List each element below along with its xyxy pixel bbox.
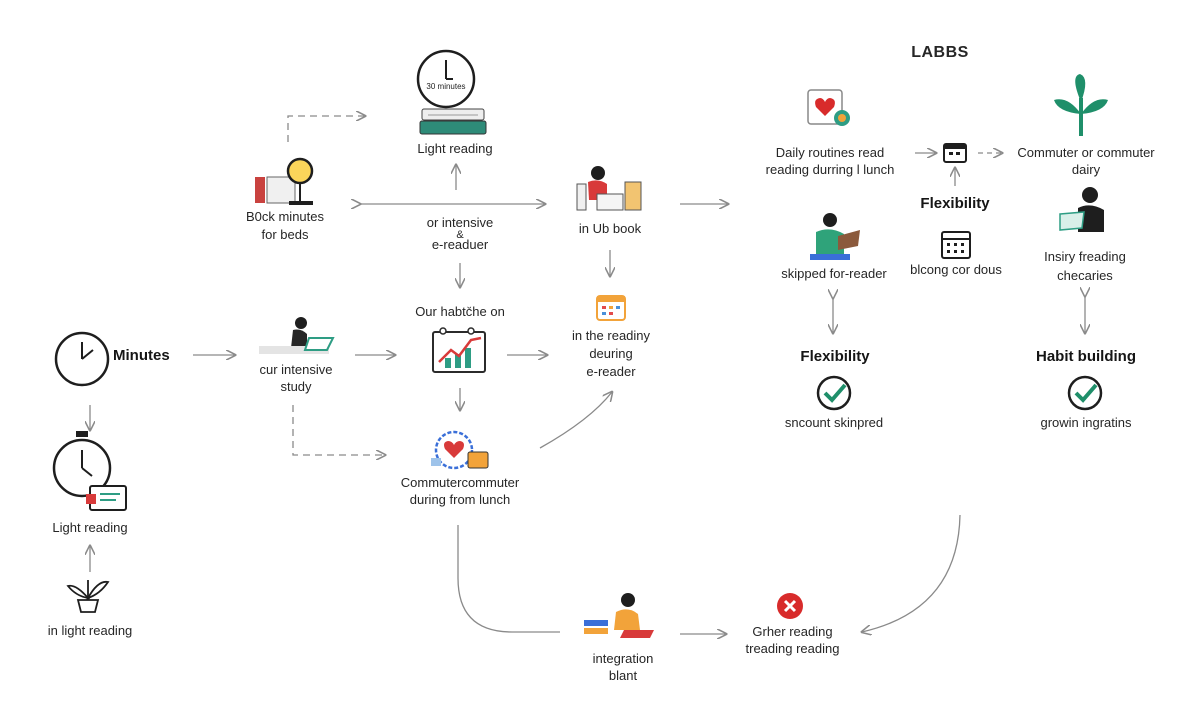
books-stack-icon [418,106,490,138]
label-flexibility-mid: Flexibility [800,348,870,365]
arrow-study-commuter [292,405,385,455]
magnifier-desk-icon [253,155,319,209]
label-commuter-1: Commutercommuter [400,475,520,490]
arrow-commuter-curve [539,392,612,449]
label-minutes: Minutes [113,347,170,364]
label-daily-routines-1: Daily routines read [775,145,885,160]
label-integration-1: integration [592,651,654,666]
arrow-commuter-bottom [457,525,560,633]
label-habit-chart: Our habtc̆he on [415,304,505,319]
arrow-right-curve [862,514,961,632]
label-insiry-2: checaries [1057,268,1113,283]
grid-calendar-icon [940,228,972,260]
stopwatch-icon [50,430,130,514]
potted-plant-icon [66,576,110,614]
label-reading-calendar-1: in the readiny [571,328,651,343]
label-bock-minutes-1: B0ck minutes [245,209,325,224]
label-commuter-2: during from lunch [409,492,511,507]
label-reading-calendar-3: e-reader [586,364,636,379]
label-intensive-2: study [280,379,312,394]
label-light-reading-top: Light reading [417,141,493,156]
person-laptop-icon [255,316,337,358]
label-habit-building: Habit building [1036,348,1136,365]
growth-chart-icon [431,326,489,376]
label-insiry-1: Insiry freading [1044,249,1126,264]
arrow-bock-to-timer [287,116,365,142]
person-reading-icon [1056,186,1112,238]
label-reading-calendar-2: deuring [589,346,633,361]
clock-icon: 30 minutes [415,48,477,110]
green-plant-icon [1050,72,1112,138]
person-reading-book-icon [808,212,864,262]
label-bock-minutes-2: for beds [261,227,309,242]
x-circle-icon [776,592,804,620]
label-light-reading-left: Light reading [52,520,128,535]
label-commuter-daily-2: dairy [1071,162,1101,177]
label-intensive-1: cur intensive [259,362,333,377]
label-in-light-reading: in light reading [47,623,133,638]
label-daily-routines-2: reading durring l lunch [765,162,895,177]
person-studying-floor-icon [580,590,660,642]
label-integration-2: blant [608,668,638,683]
clock-text: 30 minutes [426,82,465,91]
small-calendar-icon [942,140,968,164]
label-in-ub-book: in Ub book [578,221,642,236]
label-other-reading-2: treading reading [745,641,840,656]
label-flexibility-top: Flexibility [920,195,990,212]
label-e-readuer: e-readuer [431,237,489,252]
label-other-reading-1: Grher reading [752,624,833,639]
person-reading-desk-icon [575,164,645,214]
label-sncount: sncount skinpred [784,415,884,430]
wall-clock-icon [53,330,111,388]
label-commuter-daily-1: Commuter or commuter [1017,145,1155,160]
check-circle-icon [1066,374,1104,412]
label-blcong: blcong cor dous [910,262,1002,277]
diagram-title: LABBS [911,44,969,61]
heart-badge-icon [428,428,492,476]
label-skipped-reader: skipped for-reader [781,266,887,281]
heart-calendar-icon [806,86,854,130]
calendar-icon [595,292,627,322]
label-ampersand: & [456,229,464,241]
label-growin: growin ingratins [1040,415,1132,430]
label-or-intensive: or intensive [426,215,494,230]
check-circle-icon [815,374,853,412]
